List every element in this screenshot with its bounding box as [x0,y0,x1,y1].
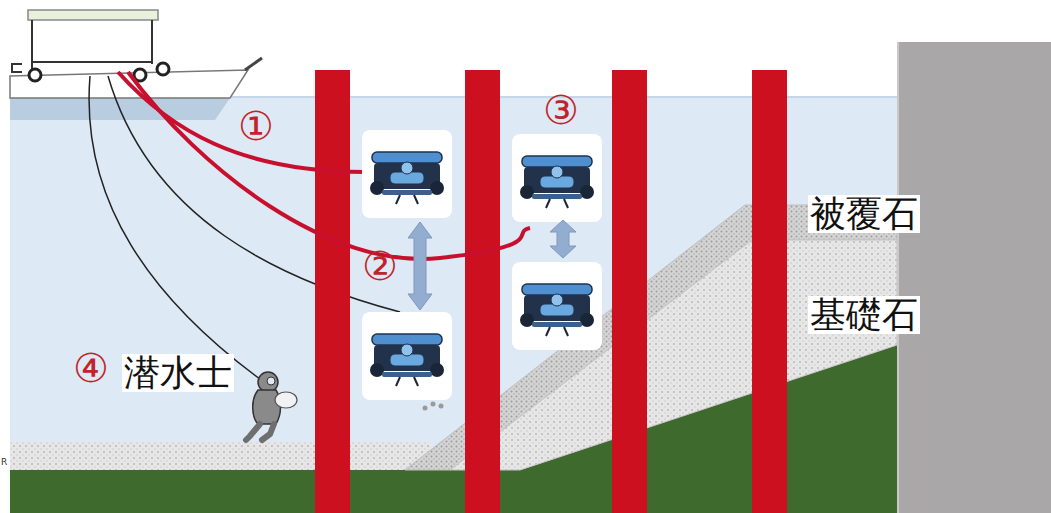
crane-leg [151,20,153,64]
stone-block [275,392,297,408]
diver-body [253,390,281,424]
foundation-stone-layer [450,240,897,470]
boat-hook [12,64,22,72]
callout-number: ④ [73,348,109,388]
steel-pile [612,70,647,513]
bubble [439,404,444,409]
callout-number: ③ [543,90,579,130]
steel-pile [465,70,500,513]
callout-number: ② [362,246,398,286]
diver-label: 潜水士 [122,354,234,392]
rov-image [370,152,444,204]
layer-label: 基礎石 [808,296,920,334]
movement-arrow [408,222,432,310]
quay-wall [897,42,1051,513]
quay-wall-edge [897,42,899,513]
layer-label: 被覆石 [808,195,920,233]
diver-visor [267,377,275,385]
bubble [423,406,428,411]
diver-helmet [258,372,278,392]
rov-image [370,334,444,386]
crane-beam [32,61,152,63]
steel-pile [752,70,787,513]
diver-legs [246,424,274,440]
wheel [29,69,41,81]
wheel [157,63,169,75]
movement-arrow [550,220,576,258]
rov-image [520,156,594,208]
bubble [431,402,436,407]
corner-mark: R [1,458,7,467]
rov-cable [128,72,530,259]
rov-frame [512,134,602,222]
rov-frame [362,130,452,218]
steel-pile [315,70,350,513]
rov-frame [362,312,452,400]
callout-number: ① [238,106,274,146]
rov-frame [512,262,602,350]
crane-platform [28,10,158,20]
seabed-sand [10,442,430,470]
boat-bow [245,58,262,70]
rov-cable [118,72,365,172]
rov-image [520,284,594,336]
